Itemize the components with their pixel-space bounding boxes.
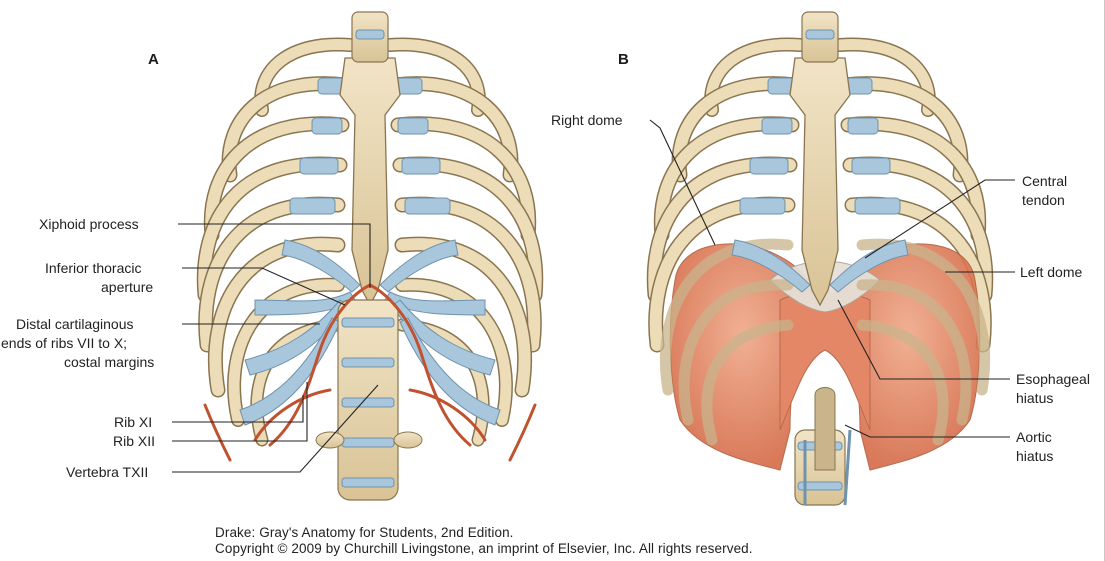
panel-b-diaphragm: B Right dome Central tendon Left dome Es… [551, 12, 1090, 505]
panel-a-rib-cage: A Xiphoid process Inferior thoracic aper… [1, 12, 536, 500]
label-right-dome: Right dome [551, 112, 623, 128]
label-esophageal-hiatus-line2: hiatus [1016, 390, 1053, 406]
label-aortic-hiatus: Aortic [1016, 429, 1052, 445]
label-costal-margins: costal margins [64, 354, 154, 370]
panel-b-sternum [790, 12, 850, 305]
label-left-dome: Left dome [1020, 264, 1082, 280]
label-distal-cartilaginous-ends-line2: ends of ribs VII to X; [1, 335, 127, 351]
label-aortic-hiatus-line2: hiatus [1016, 448, 1053, 464]
label-xiphoid-process: Xiphoid process [39, 216, 139, 232]
credit-line-1: Drake: Gray's Anatomy for Students, 2nd … [215, 525, 514, 540]
credit-line-2: Copyright © 2009 by Churchill Livingston… [215, 541, 753, 556]
label-distal-cartilaginous-ends: Distal cartilaginous [16, 316, 134, 332]
panel-a-left-ribs [204, 44, 350, 440]
label-central-tendon-line2: tendon [1022, 192, 1065, 208]
label-esophageal-hiatus: Esophageal [1016, 371, 1090, 387]
panel-a-letter: A [148, 51, 159, 68]
label-vertebra-txii: Vertebra TXII [66, 464, 148, 480]
panel-b-letter: B [618, 51, 629, 68]
label-inferior-thoracic-aperture: Inferior thoracic [45, 260, 141, 276]
panel-a-right-ribs [390, 44, 536, 440]
label-rib-xii: Rib XII [113, 433, 155, 449]
label-inferior-thoracic-aperture-line2: aperture [101, 279, 153, 295]
label-rib-xi: Rib XI [114, 414, 152, 430]
label-central-tendon: Central [1022, 173, 1067, 189]
panel-b-lower-spine [795, 388, 850, 506]
